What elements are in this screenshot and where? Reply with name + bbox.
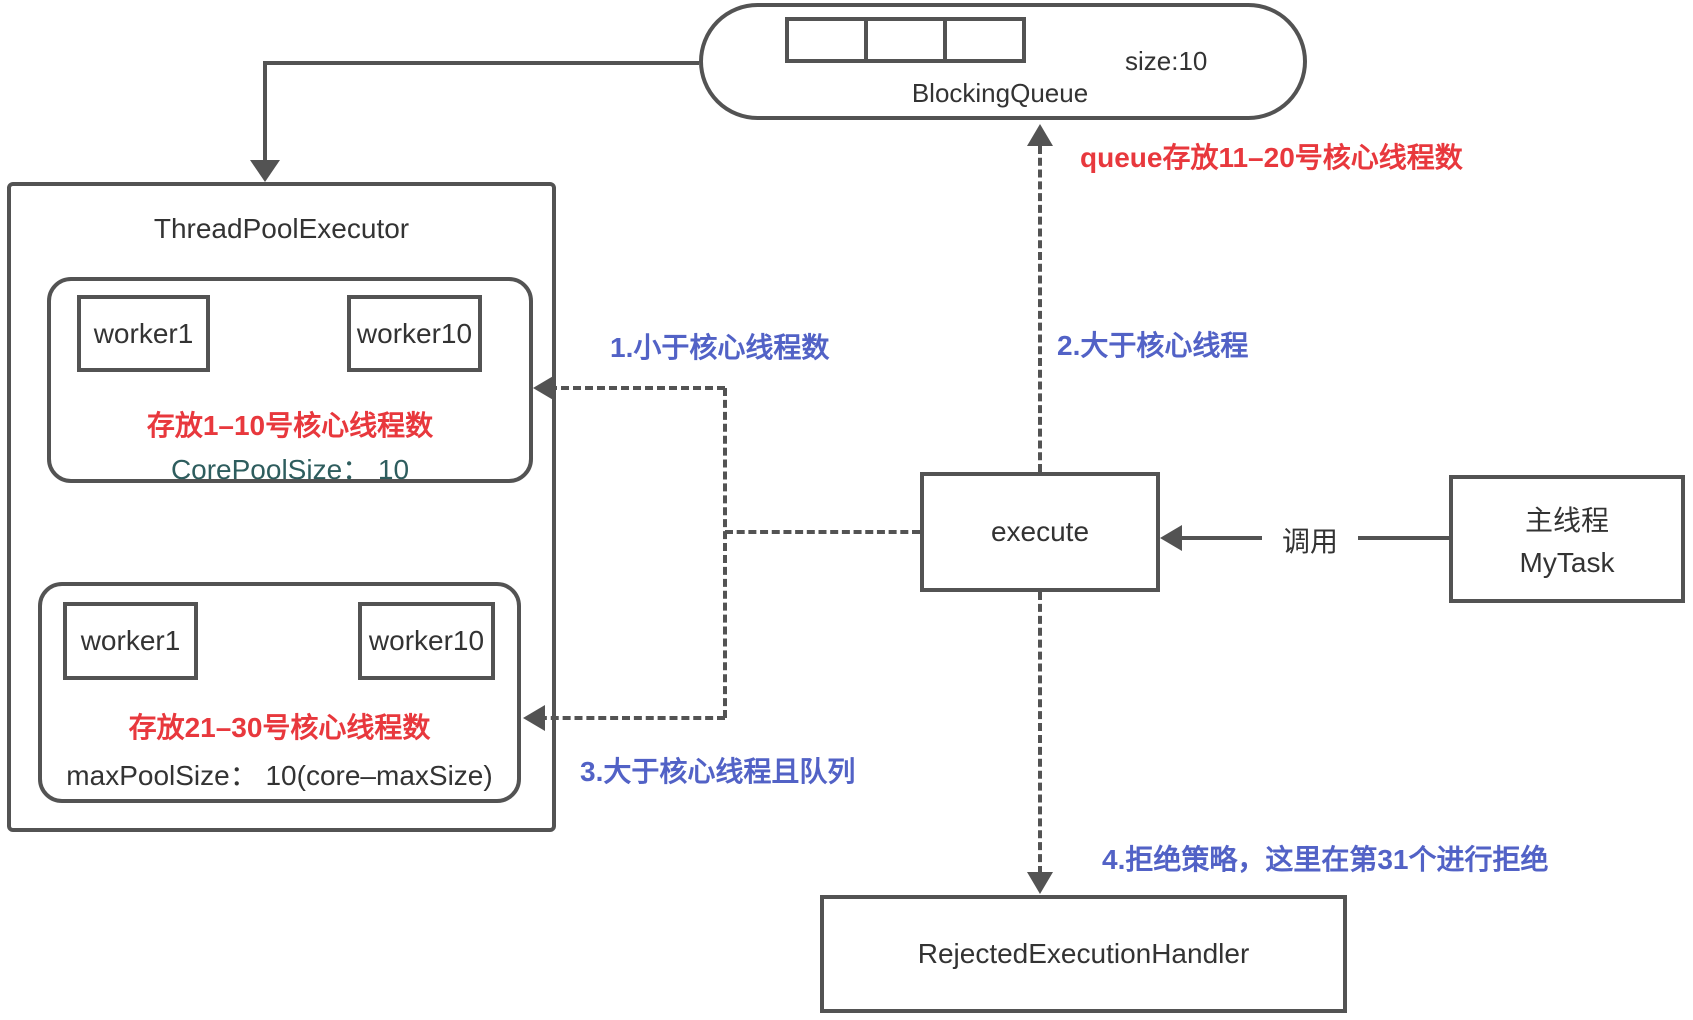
max-pool-size-label: maxPoolSize： 10(core–maxSize): [66, 760, 493, 791]
core-worker1-label: worker1: [93, 317, 194, 349]
blocking-queue-label: BlockingQueue: [911, 78, 1089, 108]
main-thread-box: 主线程 MyTask: [1449, 475, 1685, 603]
step3-label: 3.大于核心线程且队列: [580, 756, 856, 787]
core-pool-size-label: CorePoolSize： 10: [170, 454, 410, 485]
max-worker10-box: worker10: [358, 602, 495, 680]
core-worker10-box: worker10: [347, 295, 482, 372]
step4-line-v: [1038, 592, 1042, 874]
step2-label: 2.大于核心线程: [1057, 330, 1249, 361]
call-label: 调用: [1281, 526, 1338, 557]
queue-note-label: queue存放11–20号核心线程数: [1080, 142, 1463, 173]
core-worker10-label: worker10: [356, 317, 473, 349]
core-group-note: 存放1–10号核心线程数: [146, 410, 434, 441]
step1-arrowhead-icon: [533, 375, 555, 401]
execute-label: execute: [990, 516, 1090, 547]
call-line-right: [1358, 536, 1449, 540]
step2-arrowhead-icon: [1027, 124, 1053, 146]
main-thread-label: 主线程: [1524, 505, 1609, 536]
max-worker1-box: worker1: [63, 602, 198, 680]
call-arrowhead-icon: [1160, 525, 1182, 551]
execute-box: execute: [920, 472, 1160, 592]
max-group-note: 存放21–30号核心线程数: [128, 712, 431, 743]
step2-line-v: [1038, 146, 1042, 472]
step3-arrowhead-icon: [523, 705, 545, 731]
execute-left-line-h: [725, 530, 920, 534]
step4-arrowhead-icon: [1027, 872, 1053, 894]
queue-to-pool-arrowhead-icon: [250, 160, 280, 182]
rejected-handler-label: RejectedExecutionHandler: [917, 938, 1250, 969]
core-worker1-box: worker1: [77, 295, 210, 372]
step3-line-h: [527, 716, 725, 720]
queue-to-pool-line-h: [265, 61, 699, 65]
max-worker10-label: worker10: [368, 625, 485, 656]
max-worker1-label: worker1: [80, 625, 181, 656]
mytask-label: MyTask: [1519, 547, 1615, 578]
step1-label: 1.小于核心线程数: [610, 332, 830, 363]
queue-size-label: size:10: [1125, 46, 1208, 76]
queue-cell: [943, 17, 1026, 63]
queue-to-pool-line-v: [263, 61, 267, 164]
rejected-handler-box: RejectedExecutionHandler: [820, 895, 1347, 1013]
queue-cell: [785, 17, 868, 63]
step4-label: 4.拒绝策略，这里在第31个进行拒绝: [1102, 844, 1549, 875]
thread-pool-title: ThreadPoolExecutor: [153, 213, 410, 244]
queue-cell: [864, 17, 947, 63]
step-connector-line-v: [723, 388, 727, 718]
queue-cells: [785, 17, 1026, 63]
step1-line-h: [537, 386, 725, 390]
call-line-left: [1180, 536, 1262, 540]
